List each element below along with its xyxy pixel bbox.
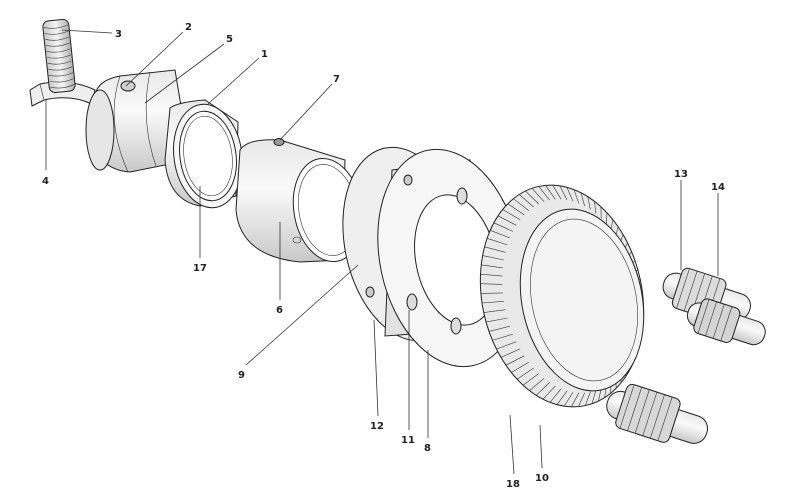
label-3: 3 (115, 29, 122, 40)
label-10: 10 (535, 473, 549, 484)
label-4: 4 (42, 176, 49, 187)
label-12: 12 (370, 421, 384, 432)
label-2: 2 (185, 22, 192, 33)
part-labels: 3 2 5 1 7 4 17 6 9 12 11 8 18 10 13 14 (42, 22, 725, 490)
label-17: 17 (193, 263, 207, 274)
part-8-flange (342, 146, 523, 368)
label-14: 14 (711, 182, 725, 193)
label-13: 13 (674, 169, 688, 180)
part-13-14-planet-gears (606, 267, 766, 444)
label-5: 5 (226, 34, 233, 45)
label-9: 9 (238, 370, 245, 381)
label-6: 6 (276, 305, 283, 316)
part-3-screw (42, 18, 76, 94)
part-1-sleeve (164, 99, 243, 209)
part-18-ring-gear (479, 184, 645, 408)
part-2-5-housing (85, 69, 191, 173)
label-1: 1 (261, 49, 268, 60)
leader-lines (45, 29, 719, 475)
label-11: 11 (401, 435, 415, 446)
label-7: 7 (333, 74, 340, 85)
label-18: 18 (506, 479, 520, 490)
label-8: 8 (424, 443, 431, 454)
